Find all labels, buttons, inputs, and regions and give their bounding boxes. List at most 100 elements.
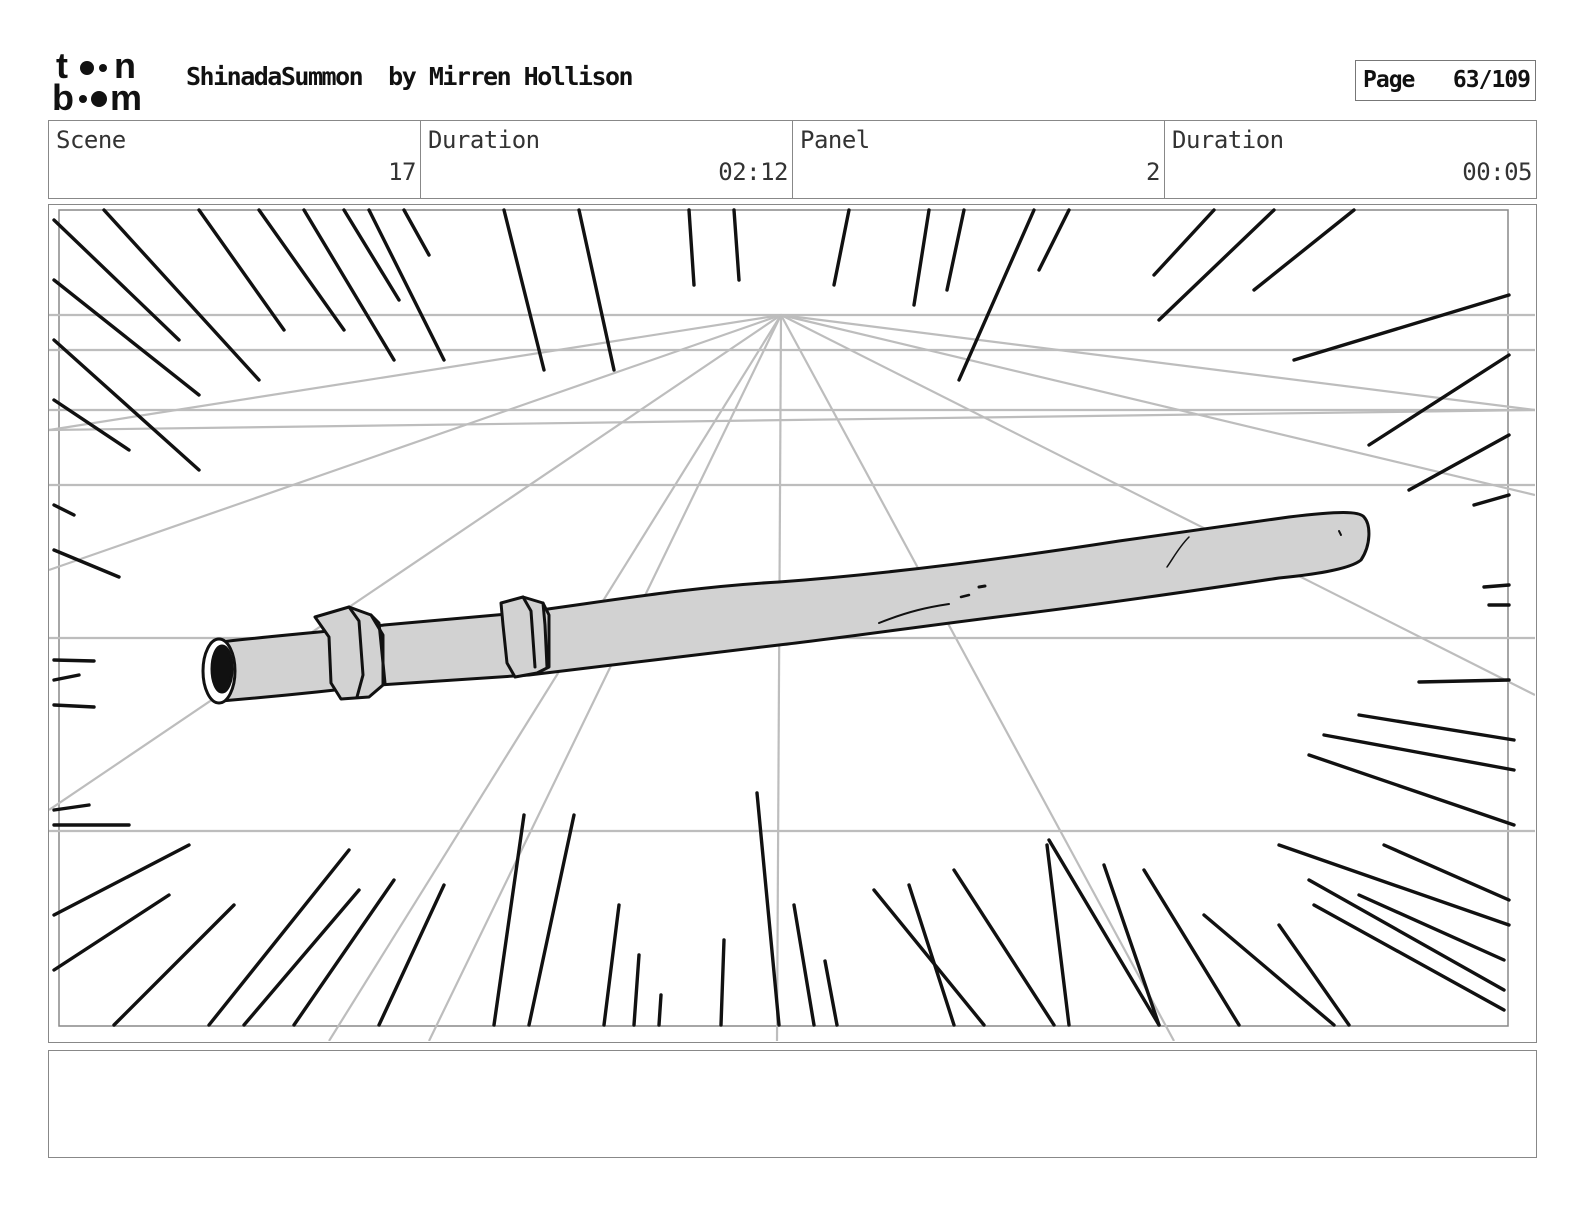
speed-line — [492, 813, 526, 1027]
speed-line — [52, 398, 131, 452]
speed-line — [602, 903, 621, 1027]
speed-line — [527, 813, 576, 1027]
speed-line — [1357, 893, 1506, 962]
speed-line — [112, 903, 236, 1027]
pipe-collar-1 — [313, 605, 385, 701]
speed-line — [52, 338, 201, 472]
speed-line — [1277, 923, 1351, 1027]
speed-line — [52, 703, 96, 709]
speed-line — [1472, 493, 1511, 507]
toon-boom-logo: t n b m — [52, 48, 142, 114]
speed-line — [367, 208, 446, 362]
speed-line — [52, 503, 76, 517]
speed-line — [377, 883, 446, 1027]
speed-line — [52, 658, 96, 663]
scene-duration-value: 02:12 — [718, 158, 788, 186]
logo-letter-t: t — [56, 48, 68, 86]
speed-line — [1482, 583, 1511, 589]
storyboard-panel — [48, 204, 1537, 1043]
speed-line — [1322, 733, 1516, 772]
speed-line — [242, 888, 361, 1027]
panel-duration-label: Duration — [1172, 126, 1284, 154]
speed-line — [1307, 878, 1506, 992]
speed-line — [52, 673, 81, 682]
scene-label: Scene — [56, 126, 126, 154]
speed-line — [1367, 353, 1511, 447]
perspective-guides — [49, 313, 1535, 1041]
scene-duration-label: Duration — [428, 126, 540, 154]
speed-line — [1357, 713, 1516, 742]
panel-cell: Panel 2 — [793, 121, 1165, 198]
speed-line — [402, 208, 431, 257]
speed-line — [719, 938, 726, 1027]
speed-line — [1307, 753, 1516, 827]
speed-line — [872, 888, 986, 1027]
pipe-body — [209, 511, 1371, 703]
page-label: Page — [1363, 67, 1415, 93]
speed-line — [1157, 208, 1276, 322]
pipe-wear-mark — [878, 603, 950, 624]
guide-ray — [780, 313, 1535, 497]
speed-line — [257, 208, 346, 332]
speed-line — [957, 208, 1036, 382]
speed-line — [1047, 838, 1161, 1027]
guide-ray — [49, 314, 782, 811]
speed-line — [302, 208, 396, 362]
speed-line — [102, 208, 261, 382]
speed-line — [1152, 208, 1216, 277]
speed-line — [1102, 863, 1161, 1027]
speed-line — [732, 208, 741, 282]
speed-line — [912, 208, 931, 307]
guide-ray — [780, 313, 1535, 412]
speed-line — [197, 208, 286, 332]
speed-lines — [52, 208, 1516, 1027]
panel-duration-value: 00:05 — [1462, 158, 1532, 186]
storyboard-title: ShinadaSummon by Mirren Hollison — [186, 62, 634, 91]
scene-number: 17 — [388, 158, 416, 186]
speed-line — [502, 208, 546, 372]
guide-ray — [49, 313, 782, 432]
speed-line — [577, 208, 616, 372]
speed-line — [52, 278, 201, 397]
speed-line — [1252, 208, 1356, 292]
panel-number: 2 — [1146, 158, 1160, 186]
speed-line — [1382, 843, 1511, 902]
speed-line — [1407, 433, 1511, 492]
panel-duration-cell: Duration 00:05 — [1165, 121, 1536, 198]
speed-line — [292, 878, 396, 1027]
logo-letter-n: n — [114, 48, 136, 86]
speed-line — [657, 993, 663, 1027]
pipe-illustration — [201, 511, 1371, 705]
speed-line — [52, 548, 121, 579]
speed-line — [52, 843, 191, 917]
speed-line — [1292, 293, 1511, 362]
speed-line — [342, 208, 401, 302]
speed-line — [1202, 913, 1336, 1027]
speed-line — [52, 218, 181, 342]
guide-ray — [428, 314, 782, 1041]
scene-cell: Scene 17 — [49, 121, 421, 198]
panel-drawing — [49, 208, 1535, 1041]
author-credit: by Mirren Hollison — [388, 62, 633, 91]
speed-line — [207, 848, 351, 1027]
page-indicator: Page 63/109 — [1355, 60, 1536, 101]
pipe-collar-2 — [499, 595, 551, 679]
speed-line — [792, 903, 816, 1027]
guide-ray — [328, 314, 782, 1041]
speed-line — [52, 803, 91, 812]
pipe-opening — [210, 644, 234, 694]
guide-ray — [780, 314, 1535, 696]
scene-duration-cell: Duration 02:12 — [421, 121, 793, 198]
page-number: 63/109 — [1452, 67, 1531, 93]
speed-line — [1312, 903, 1506, 1012]
panel-label: Panel — [800, 126, 870, 154]
panel-info-bar: Scene 17 Duration 02:12 Panel 2 Duration… — [48, 120, 1537, 199]
logo-letter-m: m — [110, 77, 142, 114]
speed-line — [1277, 843, 1511, 927]
speed-line — [1142, 868, 1241, 1027]
speed-line — [823, 959, 839, 1027]
project-name: ShinadaSummon — [186, 62, 364, 91]
speed-line — [907, 883, 956, 1027]
logo-letter-b: b — [52, 77, 74, 114]
speed-line — [632, 953, 641, 1027]
